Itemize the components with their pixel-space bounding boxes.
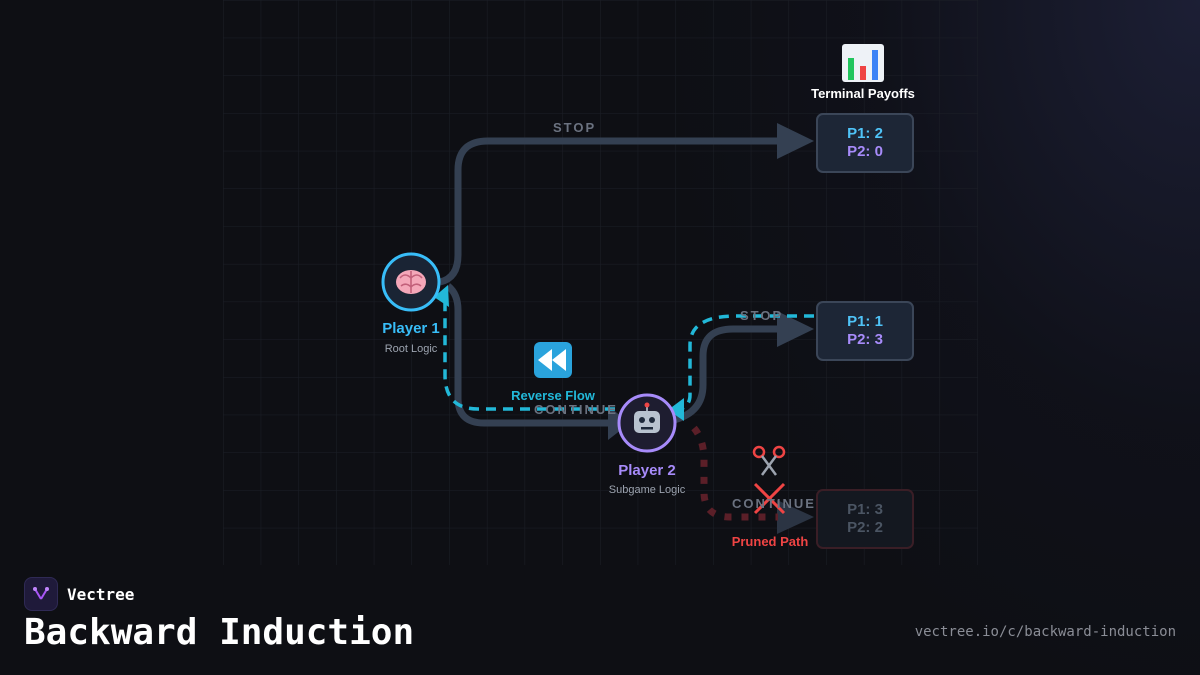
payoff-p1-value: P1: 2: [847, 125, 883, 142]
robot-icon: [634, 402, 660, 433]
edge-label-p1-stop: STOP: [553, 120, 597, 135]
player2-name: Player 2: [618, 462, 676, 479]
payoff-box-p2-stop: P1: 1 P2: 3: [816, 301, 914, 361]
vectree-logo-icon: [24, 577, 58, 611]
edge-p1-stop-arrowhead: [777, 123, 814, 159]
brand-name: Vectree: [67, 584, 135, 604]
reverse-flow-arrowhead-p2: [668, 398, 684, 421]
page-title: Backward Induction: [24, 612, 415, 653]
player2-subtitle: Subgame Logic: [608, 484, 686, 496]
payoff-p1-value: P1: 3: [847, 501, 883, 518]
player1-subtitle: Root Logic: [384, 343, 438, 355]
reverse-flow-label: Reverse Flow: [511, 388, 595, 403]
payoff-box-pruned: P1: 3 P2: 2: [816, 489, 914, 549]
rewind-icon: [534, 342, 572, 378]
terminal-payoffs-label: Terminal Payoffs: [811, 86, 915, 101]
pruned-path-label: Pruned Path: [731, 534, 809, 549]
payoff-p2-value: P2: 2: [847, 519, 883, 536]
reverse-flow-line-lower: [675, 314, 814, 412]
player1-name: Player 1: [382, 320, 440, 337]
pruned-x-mark: [753, 482, 786, 515]
bar-chart-icon: [842, 44, 884, 82]
edge-p1-stop: [439, 137, 780, 286]
edge-label-p2-continue: CONTINUE: [732, 496, 816, 511]
payoff-p1-value: P1: 1: [847, 313, 883, 330]
grid-background: [223, 0, 978, 565]
edge-p2-stop-arrowhead: [777, 311, 814, 347]
edge-p2-stop: [672, 325, 780, 424]
payoff-p2-value: P2: 0: [847, 143, 883, 160]
reverse-flow-line-upper: [443, 302, 615, 411]
edge-p1-continue: [445, 283, 612, 427]
edge-p2-continue-arrowhead: [777, 500, 814, 534]
source-url[interactable]: vectree.io/c/backward-induction: [914, 624, 1176, 640]
edge-label-p2-stop: STOP: [740, 308, 784, 323]
payoff-box-stop: P1: 2 P2: 0: [816, 113, 914, 173]
edge-label-p1-continue: CONTINUE: [534, 402, 618, 417]
brain-icon: [396, 270, 426, 294]
brand[interactable]: Vectree: [24, 577, 134, 611]
scissors-icon: [752, 445, 786, 476]
reverse-flow-arrowhead-p1: [434, 285, 449, 307]
payoff-p2-value: P2: 3: [847, 331, 883, 348]
